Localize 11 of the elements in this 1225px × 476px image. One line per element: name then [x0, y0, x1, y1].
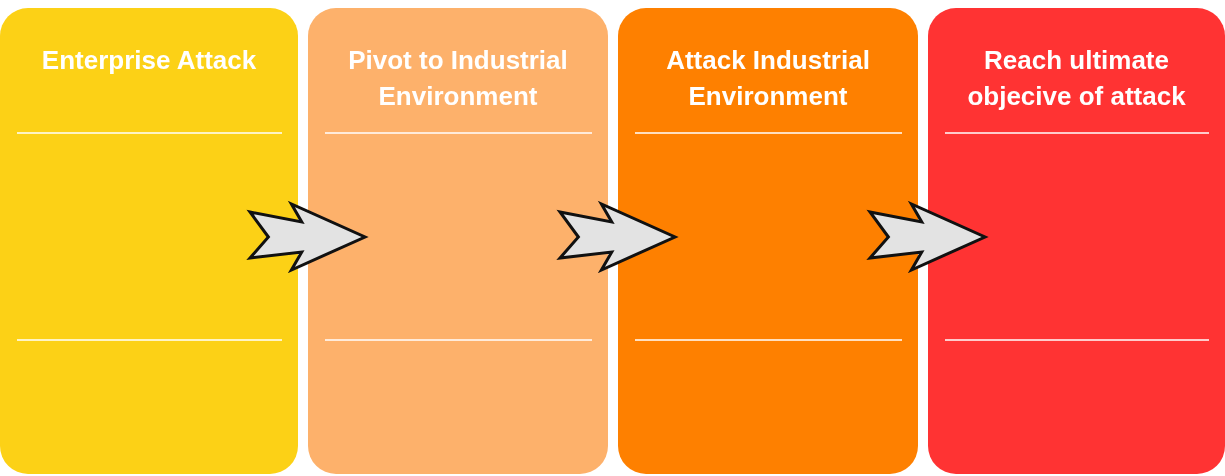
- stage-title: Reach ultimate objecive of attack: [966, 44, 1187, 113]
- stage-panel: [928, 8, 1225, 474]
- stage-title: Enterprise Attack: [41, 44, 257, 77]
- stage-title: Attack Industrial Environment: [665, 44, 871, 113]
- stage-panel: [618, 8, 918, 474]
- arrow: [556, 200, 679, 274]
- stage-panel: [308, 8, 608, 474]
- stage-title: Pivot to Industrial Environment: [347, 44, 569, 113]
- arrow: [866, 200, 989, 274]
- arrow: [246, 200, 369, 274]
- stage-panel: [0, 8, 298, 474]
